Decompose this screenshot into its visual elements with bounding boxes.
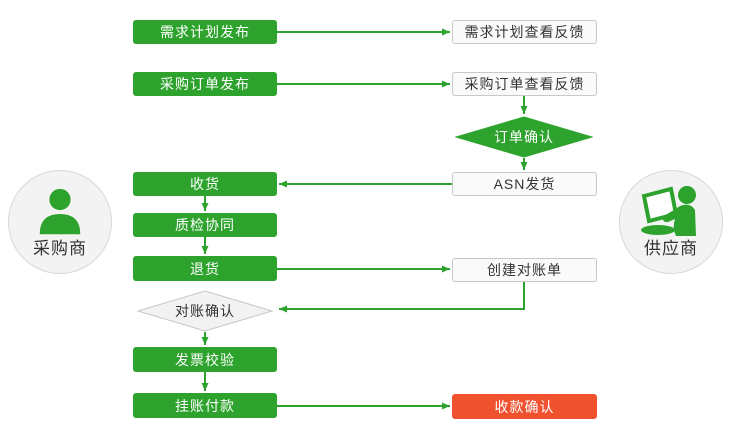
arrow-statement-to-confirm xyxy=(279,282,525,313)
flow-step-demand-plan-view-feedback: 需求计划查看反馈 xyxy=(452,20,597,44)
actor-label: 采购商 xyxy=(33,239,87,258)
actor-buyer: 采购商 xyxy=(8,170,112,274)
diamond-shape xyxy=(455,116,593,158)
flow-step-label: ASN发货 xyxy=(493,176,556,192)
decision-label: 订单确认 xyxy=(494,129,554,145)
flow-step-label: 质检协同 xyxy=(175,217,235,233)
flow-step-label: 采购订单查看反馈 xyxy=(464,76,585,92)
flow-step-book-payment: 挂账付款 xyxy=(133,393,277,418)
person-laptop-icon xyxy=(641,186,696,236)
flow-step-label: 创建对账单 xyxy=(487,262,562,278)
flow-step-label: 发票校验 xyxy=(175,351,235,368)
flow-step-return-goods: 退货 xyxy=(133,256,277,281)
flow-step-label: 退货 xyxy=(190,260,220,277)
flow-step-po-publish: 采购订单发布 xyxy=(133,72,277,96)
flow-step-label: 需求计划发布 xyxy=(160,24,250,40)
diamond-shape xyxy=(137,290,273,332)
flow-step-invoice-verify: 发票校验 xyxy=(133,347,277,372)
flow-step-asn-ship: ASN发货 xyxy=(452,172,597,196)
flow-step-label: 挂账付款 xyxy=(175,397,235,414)
actor-supplier: 供应商 xyxy=(619,170,723,274)
flow-step-create-statement: 创建对账单 xyxy=(452,258,597,282)
flow-step-po-view-feedback: 采购订单查看反馈 xyxy=(452,72,597,96)
flow-step-label: 收货 xyxy=(190,176,220,192)
actor-label: 供应商 xyxy=(644,239,698,258)
flow-step-receive: 收货 xyxy=(133,172,277,196)
decision-statement-confirm: 对账确认 xyxy=(137,290,273,332)
flow-step-label: 采购订单发布 xyxy=(160,76,250,92)
flow-step-label: 收款确认 xyxy=(494,398,555,415)
flow-step-receipt-confirm: 收款确认 xyxy=(452,394,597,419)
flow-step-quality-collab: 质检协同 xyxy=(133,213,277,237)
decision-label: 对账确认 xyxy=(175,303,235,319)
person-icon xyxy=(39,188,81,235)
flow-step-label: 需求计划查看反馈 xyxy=(464,24,585,40)
decision-order-confirm: 订单确认 xyxy=(455,116,593,158)
flow-step-demand-plan-publish: 需求计划发布 xyxy=(133,20,277,44)
